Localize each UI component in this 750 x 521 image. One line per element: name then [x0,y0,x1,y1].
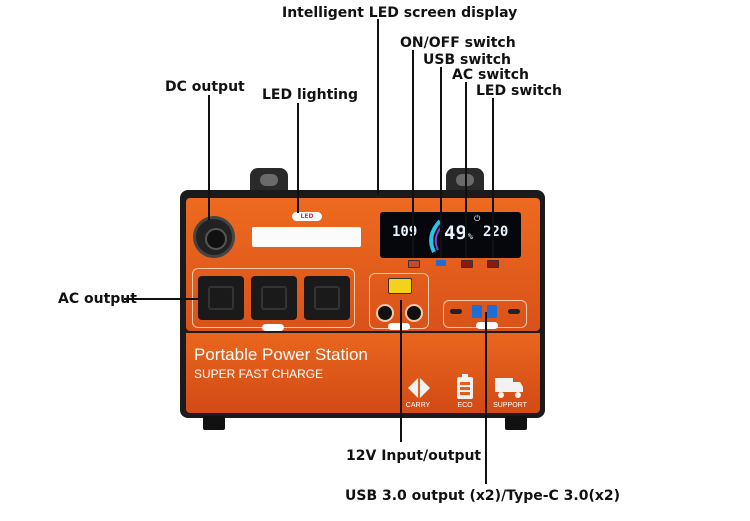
usb-tag [476,322,498,329]
eco-icon [457,374,473,399]
screen-battery-value: 49 [444,222,467,244]
twelve-v-callout: 12V Input/output [346,448,482,464]
onoff-callout: ON/OFF switch [400,35,516,51]
screen-right-value: 220 [483,224,509,240]
type-c-port-2 [508,309,520,314]
led-screen-display: 109 49 % 220 ⏻ [380,212,521,258]
carry-icon [408,377,430,399]
led-lighting-bar [252,227,361,247]
led-lighting-callout-line [297,103,299,213]
led-tag: LED [292,212,322,221]
led-lighting-callout: LED lighting [262,87,359,103]
dc-output-port [193,216,235,258]
led-switch-callout: LED switch [476,83,563,99]
usb-output-callout-line [485,312,487,484]
ac-tag [262,324,284,331]
right-foot [505,416,527,430]
ac-output-callout: AC output [58,291,137,307]
type-c-port-1 [450,309,462,314]
onoff-callout-line [412,50,414,258]
product-subtitle: SUPER FAST CHARGE [194,367,324,381]
ac-socket-1 [198,276,244,320]
twelve-v-icon [388,278,412,294]
usb-switch-button [436,260,446,266]
carry-label: CARRY [405,402,431,409]
twelve-v-terminal-left [376,304,394,322]
support-label: SUPPORT [493,402,527,409]
product-title: Portable Power Station [194,345,368,364]
ac-switch-callout: AC switch [452,67,530,83]
left-foot [203,416,225,430]
ac-socket-3 [304,276,350,320]
screen-callout-line [377,19,379,195]
twelve-v-terminal-right [405,304,423,322]
ac-socket-2 [251,276,297,320]
screen-left-value: 109 [392,224,418,240]
onoff-switch-button [408,260,420,268]
eco-label: ECO [457,402,473,409]
support-icon [495,378,523,398]
usb-port-1 [472,305,482,318]
left-handle [250,168,288,194]
screen-percent: % [468,232,473,241]
ac-output-callout-line [124,298,198,300]
ac-switch-button [461,260,473,268]
ac-switch-callout-line [465,82,467,258]
front-panel-bottom [186,333,540,413]
usb-switch-callout: USB switch [423,52,512,68]
led-switch-button [487,260,499,268]
usb-port-2 [487,305,497,318]
led-switch-callout-line [492,98,494,258]
usb-switch-callout-line [440,67,442,258]
dc-output-callout-line [208,95,210,220]
power-indicator-icon: ⏻ [474,214,481,223]
usb-output-callout: USB 3.0 output (x2)/Type-C 3.0(x2) [345,488,621,504]
screen-callout: Intelligent LED screen display [282,5,518,21]
twelve-v-callout-line [400,300,402,442]
dc-output-callout: DC output [165,79,245,95]
twelve-v-tag [388,323,410,330]
